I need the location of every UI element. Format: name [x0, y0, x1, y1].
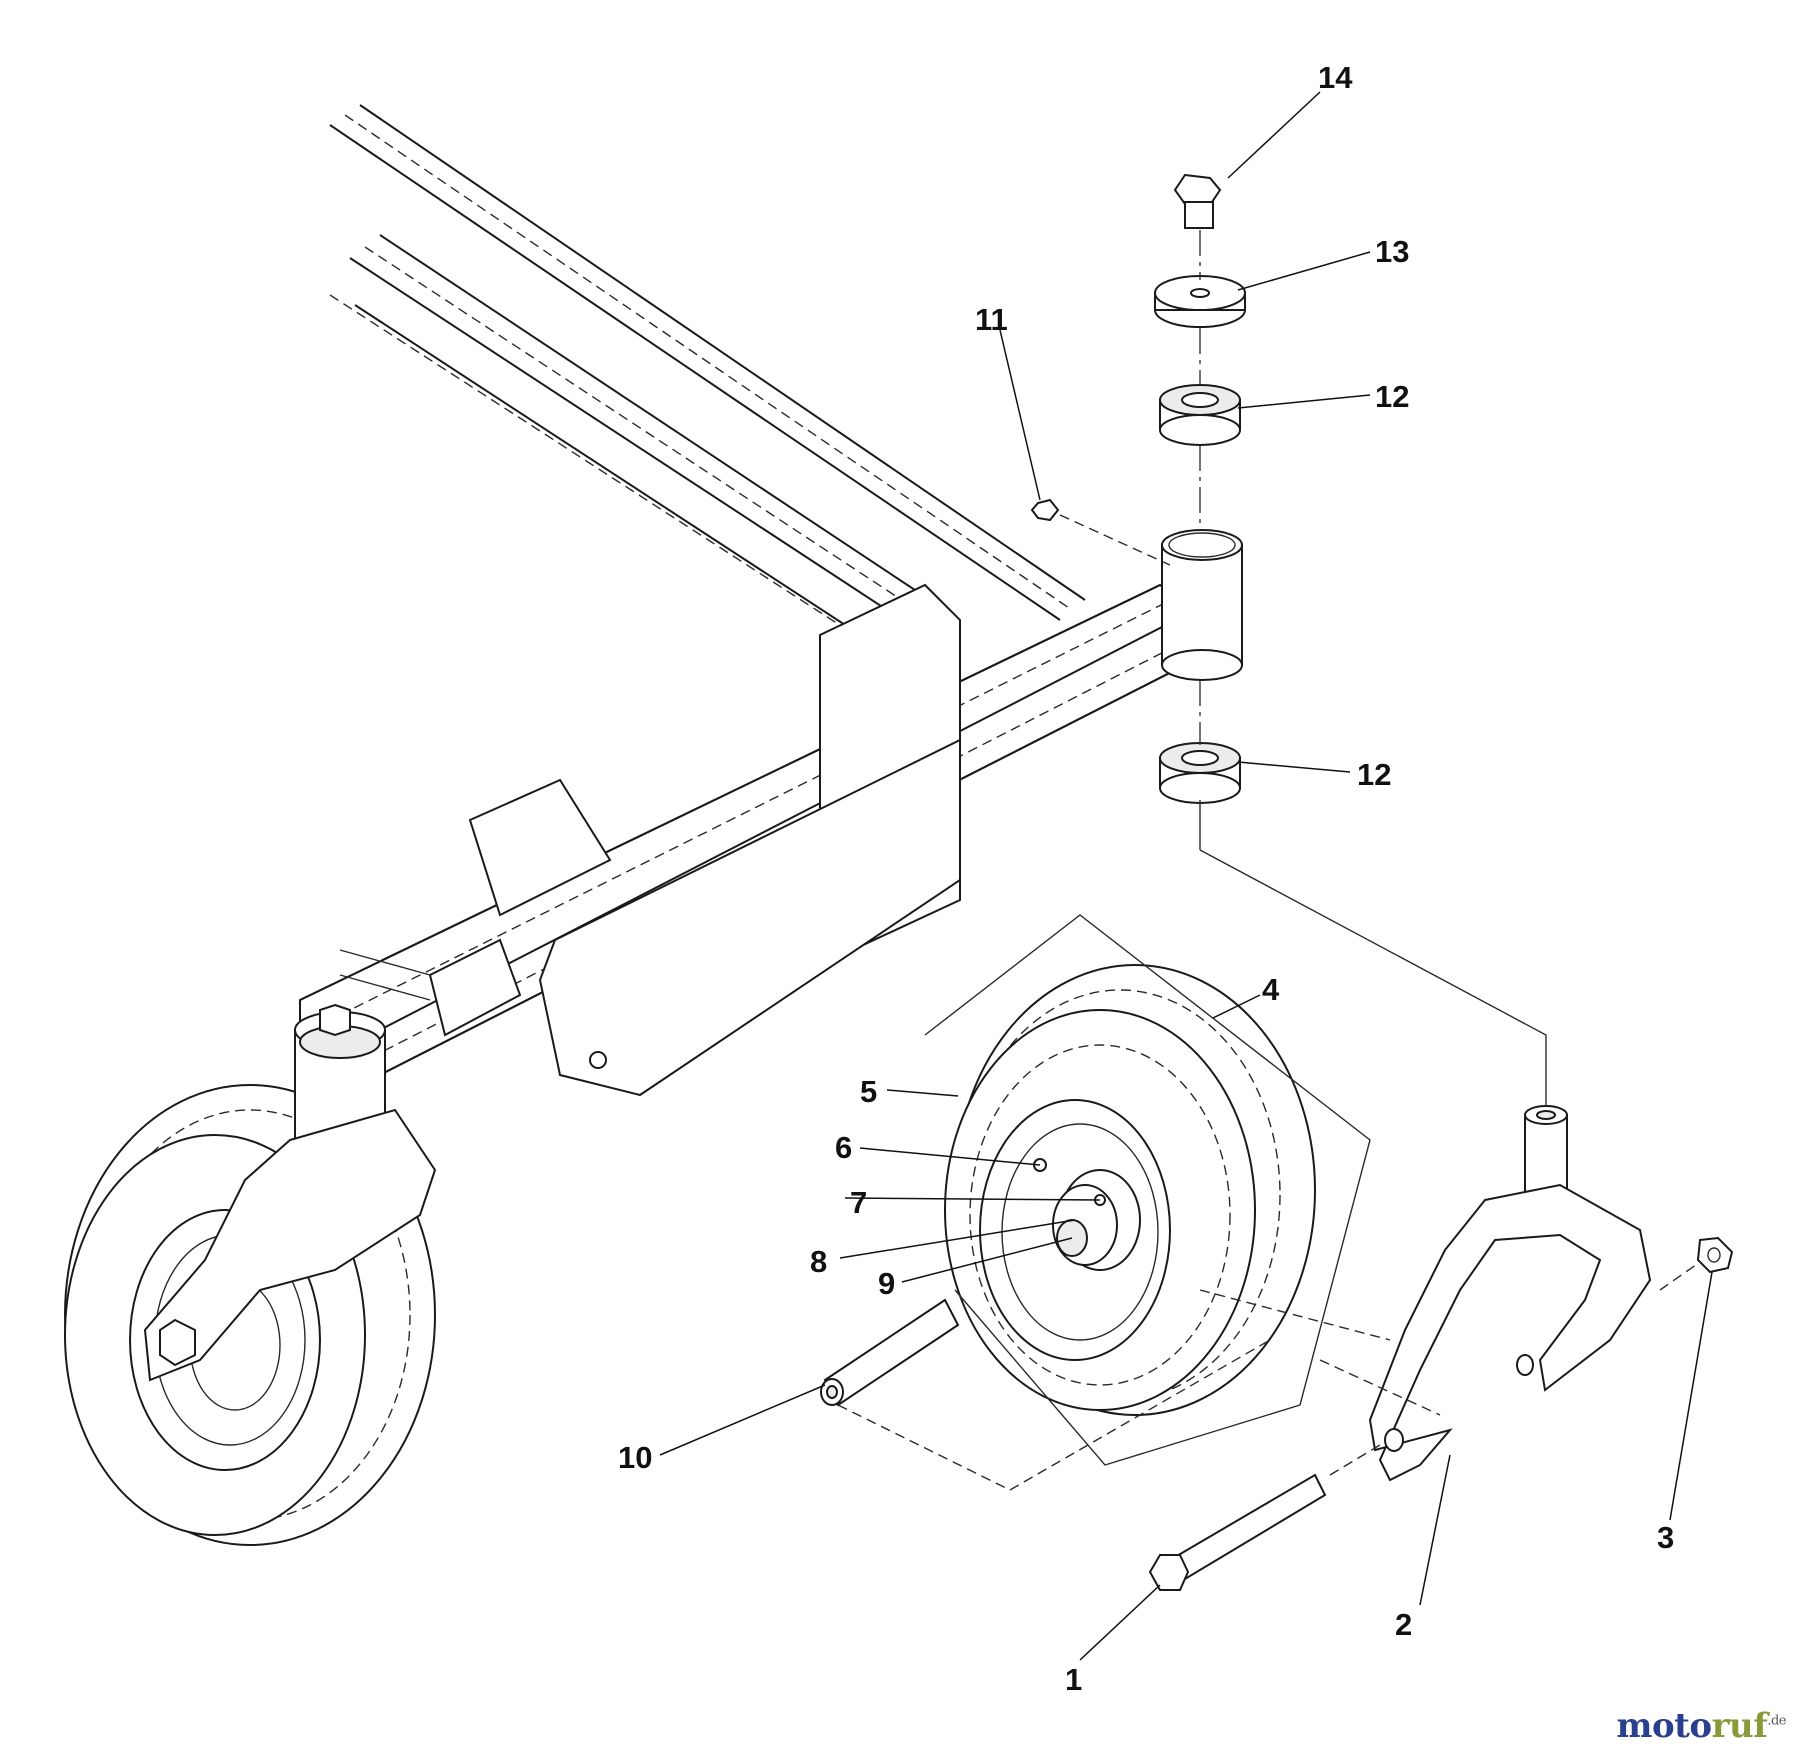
caster-pivot-tube	[1161, 529, 1243, 681]
frame-mounting-brackets	[339, 583, 961, 1097]
watermark-suffix: .de	[1767, 1713, 1786, 1729]
callout-3: 3	[1657, 1520, 1674, 1555]
watermark-name-part1: moto	[1616, 1706, 1713, 1746]
left-caster-wheel-assembly	[64, 1003, 437, 1546]
callout-leaders	[659, 91, 1713, 1661]
callout-1: 1	[1065, 1662, 1082, 1697]
callout-14: 14	[1318, 60, 1353, 95]
callout-8: 8	[810, 1244, 827, 1279]
bolt-part-14	[1173, 173, 1222, 229]
washer-part-13	[1154, 275, 1246, 328]
spacer-tube-part-10	[820, 1298, 960, 1407]
grease-fitting-part-11	[1030, 498, 1060, 522]
callout-9: 9	[878, 1266, 895, 1301]
assembly-centerlines	[837, 230, 1701, 1491]
callout-labels: 14 13 12 11 12 4 5 6 7 8 9 10 1 2 3	[618, 60, 1674, 1697]
callout-12-lower: 12	[1357, 757, 1391, 792]
watermark-name-part2: ruf	[1711, 1706, 1768, 1746]
caster-fork-part-2	[1368, 1105, 1652, 1482]
bearing-part-12-lower	[1159, 742, 1241, 804]
watermark-logo: motoruf.de	[1616, 1706, 1787, 1746]
callout-13: 13	[1375, 234, 1409, 269]
callout-6: 6	[835, 1130, 852, 1165]
callout-5: 5	[860, 1074, 877, 1109]
lock-nut-part-3	[1696, 1236, 1734, 1274]
callout-12-upper: 12	[1375, 379, 1409, 414]
callout-10: 10	[618, 1440, 652, 1475]
callout-7: 7	[850, 1185, 867, 1220]
wheel-group-bracket	[924, 800, 1547, 1466]
callout-4: 4	[1262, 972, 1280, 1007]
callout-11: 11	[975, 302, 1008, 337]
bearing-part-12-upper	[1159, 384, 1241, 446]
axle-bolt-part-1	[1148, 1473, 1327, 1591]
handle-frame-tubes	[329, 104, 1086, 701]
callout-2: 2	[1395, 1607, 1412, 1642]
hub-parts-6-9	[1033, 1158, 1141, 1271]
